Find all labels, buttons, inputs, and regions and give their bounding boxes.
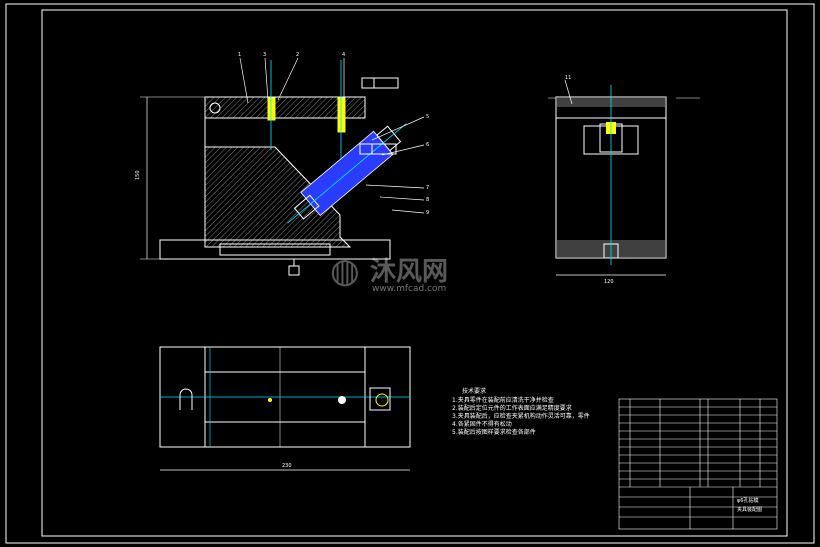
- front-view: 1 3 2 4 5 6 7 8 9 150: [135, 52, 429, 276]
- clamp-assembly: [287, 123, 407, 224]
- technical-notes: 技术要求 1.夹具零件在装配前应清洗干净并检查 2.装配后定位元件的工作表面应满…: [452, 387, 590, 436]
- drill-bushing-right: [337, 97, 346, 133]
- note-line: 5.装配后按图样要求检查各部件: [452, 428, 536, 436]
- svg-text:◍: ◍: [330, 251, 360, 291]
- drawing-subtitle: 夹具装配图: [737, 506, 762, 513]
- datum-symbol: [288, 265, 300, 276]
- top-plate-hole: [209, 102, 221, 114]
- part-number: 1: [238, 52, 241, 58]
- note-line: 1.夹具零件在装配前应清洗干净并检查: [452, 396, 554, 404]
- part-number: 7: [426, 185, 429, 191]
- top-view: 230: [159, 346, 411, 471]
- part-number: 8: [426, 197, 429, 203]
- note-line: 3.夹具装配后，应检查夹紧机构动作灵活可靠，零件: [452, 412, 590, 420]
- watermark-brand: 沐风网: [370, 257, 448, 287]
- part-number: 6: [426, 142, 429, 148]
- front-part-numbers: 1 3 2 4 5 6 7 8 9: [238, 52, 429, 216]
- part-number: 11: [565, 75, 571, 81]
- drawing-title: φ6孔钻模: [737, 497, 758, 504]
- title-block-text: φ6孔钻模 夹具装配图: [737, 497, 762, 513]
- top-plate: [204, 96, 366, 119]
- base-recess: [219, 243, 331, 256]
- note-line: 4.各紧固件不得有松动: [452, 420, 512, 428]
- watermark-url: www.mfcad.com: [372, 284, 446, 294]
- watermark: ◍ 沐风网 www.mfcad.com: [330, 251, 448, 294]
- tolerance-frame-top: [361, 77, 399, 89]
- tolerance-frame-mid: [359, 143, 397, 155]
- part-number: 5: [426, 114, 429, 120]
- part-number: 2: [296, 52, 299, 58]
- base-body-section: [204, 146, 352, 248]
- base-flange: [159, 239, 391, 260]
- part-number: 3: [263, 52, 266, 58]
- part-number: 4: [342, 52, 345, 58]
- front-leaders: [239, 57, 425, 214]
- height-dimension-label: 150: [135, 170, 141, 180]
- part-number: 9: [426, 210, 429, 216]
- top-length-label: 230: [282, 463, 292, 469]
- outer-frame: [5, 3, 815, 544]
- side-view: 11 120: [548, 75, 700, 285]
- side-width-label: 120: [604, 279, 614, 285]
- note-line: 2.装配后定位元件的工作表面应满足精度要求: [452, 404, 572, 412]
- notes-title: 技术要求: [462, 387, 486, 395]
- title-block: [618, 398, 778, 530]
- drill-bushing-left: [267, 97, 276, 121]
- inner-frame: [41, 9, 788, 537]
